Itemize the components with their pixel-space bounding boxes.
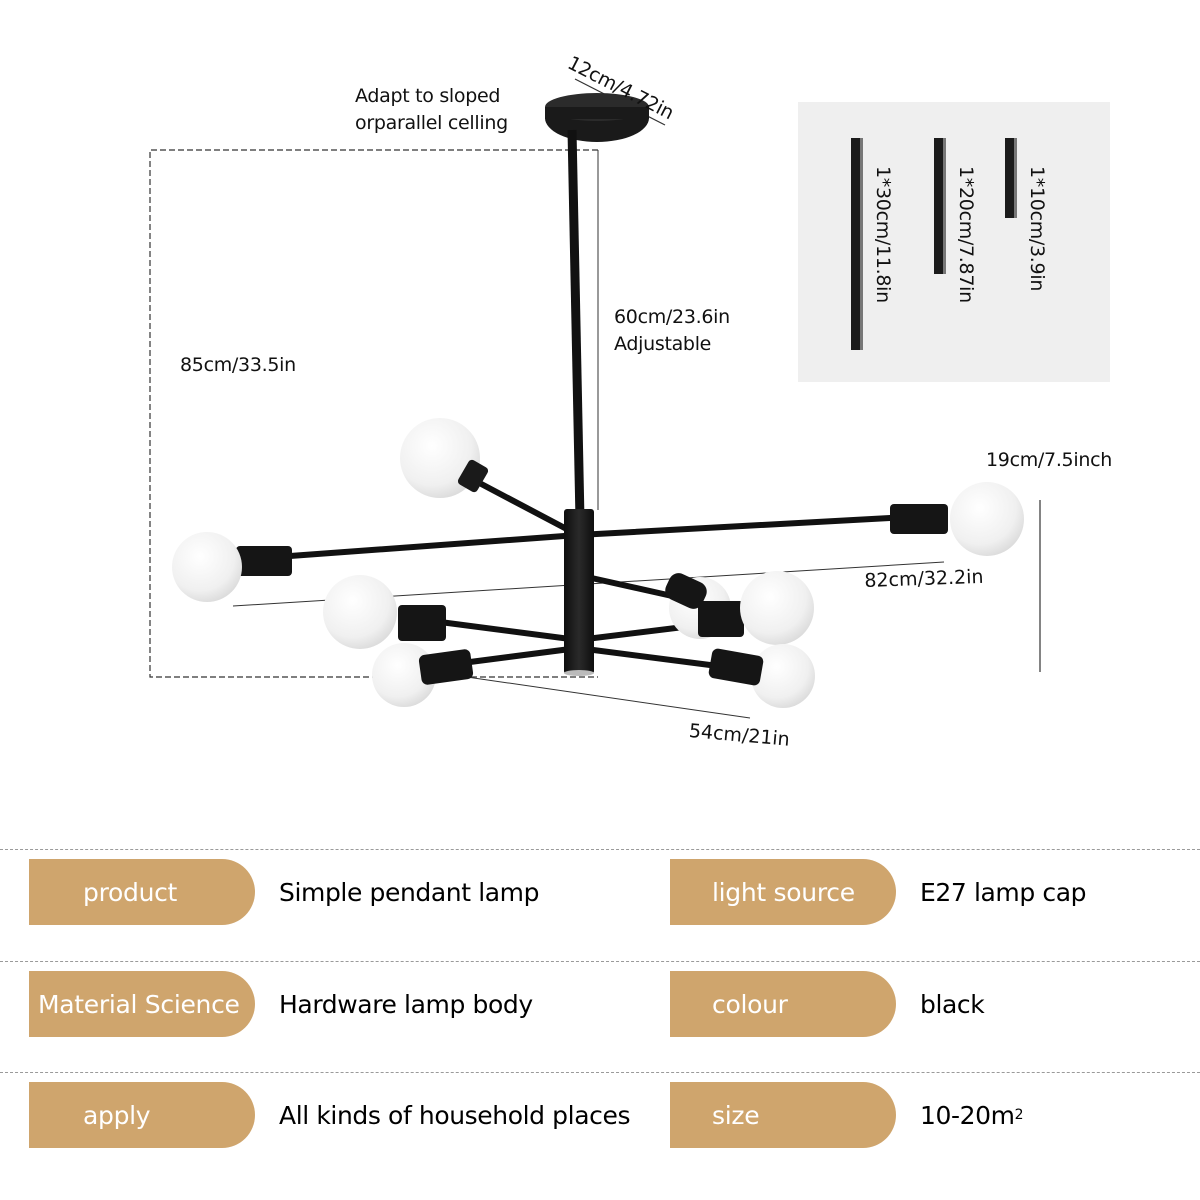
row-divider (0, 1072, 1200, 1073)
row-divider (0, 961, 1200, 962)
spec-label-apply: apply (29, 1082, 255, 1148)
total-height-label: 85cm/33.5in (180, 354, 296, 376)
lamp-illustration (149, 78, 1041, 719)
long-span-label: 82cm/32.2in (864, 565, 984, 592)
spec-label-size: size (670, 1082, 896, 1148)
spec-row: apply All kinds of household places size… (0, 1082, 1200, 1148)
ceiling-canopy (545, 93, 649, 142)
canopy-note-line2: orparallel celling (355, 112, 508, 134)
size-value-text: 10-20m (920, 1100, 1015, 1130)
bulbs (172, 418, 1024, 708)
canopy-note-line1: Adapt to sloped (355, 85, 501, 107)
spec-value-colour: black (920, 989, 985, 1019)
extension-rod-30cm-label: 1*30cm/11.8in (872, 166, 894, 303)
size-value-superscript: 2 (1014, 1107, 1024, 1123)
rod-adjustable-label: Adjustable (614, 333, 712, 355)
extension-rod-10cm (1005, 138, 1017, 218)
product-dimension-diagram: Adapt to sloped orparallel celling 12cm/… (149, 52, 1112, 751)
extension-rod-20cm (934, 138, 946, 274)
rod-length-label: 60cm/23.6in (614, 306, 730, 328)
spec-value-apply: All kinds of household places (279, 1100, 631, 1130)
spec-value-product: Simple pendant lamp (279, 877, 540, 907)
central-hub (564, 509, 594, 674)
extension-rod-30cm (851, 138, 863, 350)
down-rod (567, 129, 585, 521)
row-divider (0, 849, 1200, 850)
extension-rods-panel: 1*30cm/11.8in 1*20cm/7.87in 1*10cm/3.9in (798, 102, 1110, 382)
spec-value-light-source: E27 lamp cap (920, 877, 1087, 907)
spec-label-material: Material Science (29, 971, 255, 1037)
extension-rod-20cm-label: 1*20cm/7.87in (955, 166, 977, 303)
spec-row: Material Science Hardware lamp body colo… (0, 971, 1200, 1037)
spec-row: product Simple pendant lamp light source… (0, 859, 1200, 925)
spec-label-product: product (29, 859, 255, 925)
fixture-height-label: 19cm/7.5inch (986, 449, 1112, 471)
spec-label-light-source: light source (670, 859, 896, 925)
spec-label-colour: colour (670, 971, 896, 1037)
extension-rod-10cm-label: 1*10cm/3.9in (1026, 166, 1048, 292)
spec-value-material: Hardware lamp body (279, 989, 533, 1019)
